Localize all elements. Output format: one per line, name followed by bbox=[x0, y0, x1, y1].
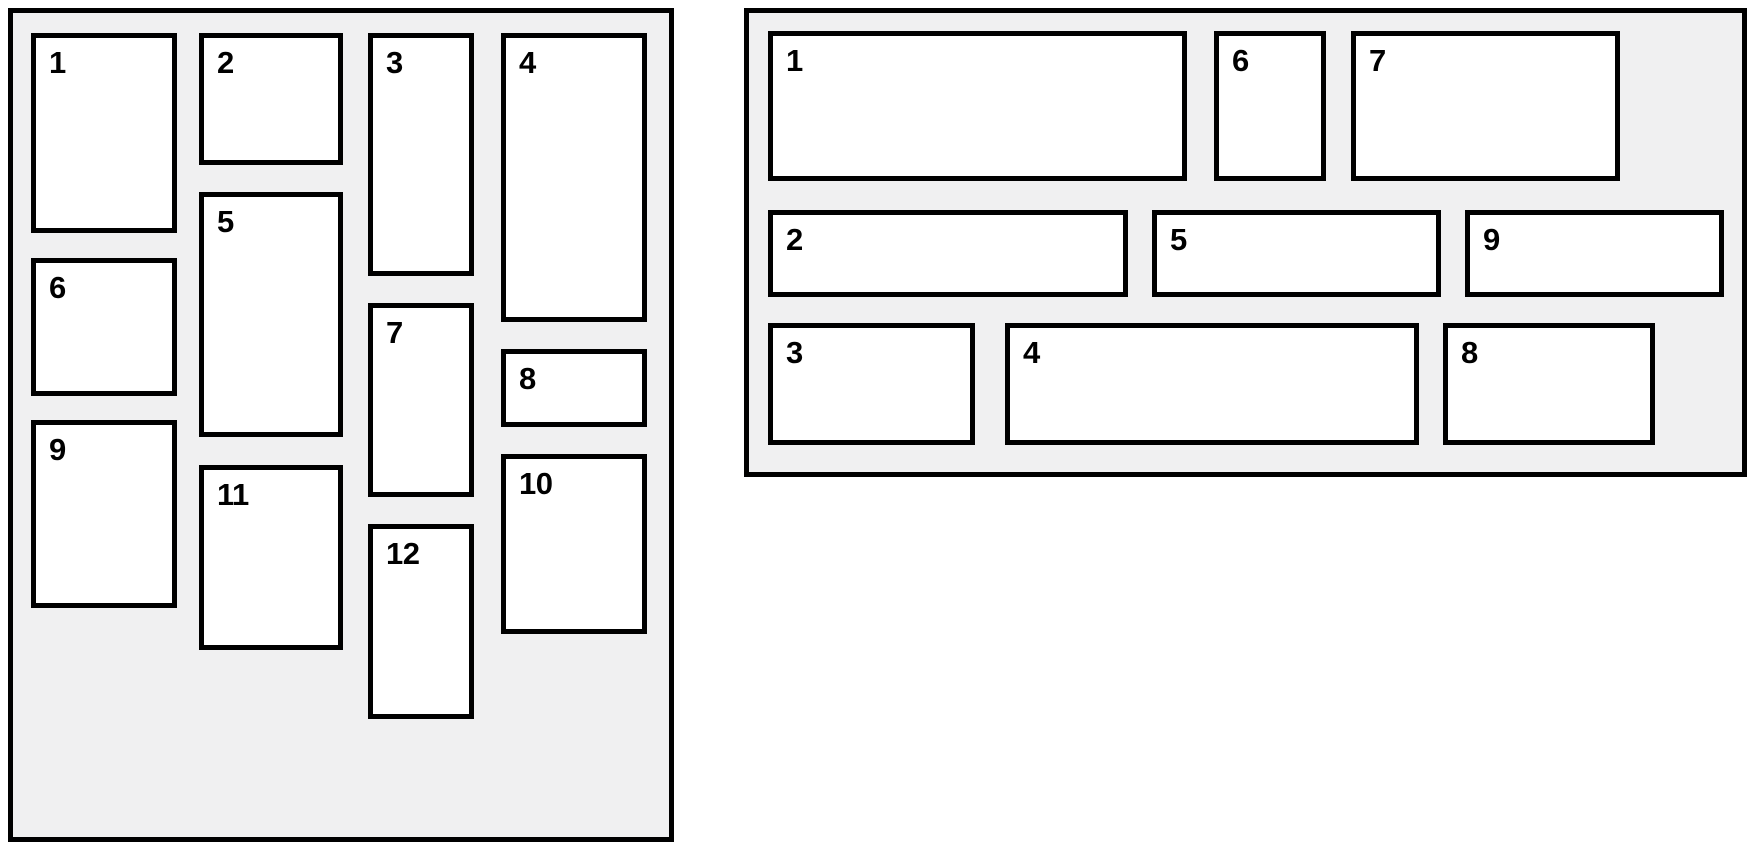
row-item-1: 1 bbox=[768, 31, 1187, 181]
item-number: 8 bbox=[1461, 335, 1478, 370]
row-item-7: 7 bbox=[1351, 31, 1620, 181]
item-number: 6 bbox=[1232, 43, 1249, 78]
masonry-item-4: 4 bbox=[501, 33, 647, 322]
masonry-item-6: 6 bbox=[31, 258, 177, 396]
item-number: 1 bbox=[786, 43, 803, 78]
row-item-2: 2 bbox=[768, 210, 1128, 297]
masonry-item-7: 7 bbox=[368, 303, 474, 497]
masonry-item-12: 12 bbox=[368, 524, 474, 719]
item-number: 10 bbox=[519, 466, 553, 501]
masonry-item-8: 8 bbox=[501, 349, 647, 427]
masonry-item-1: 1 bbox=[31, 33, 177, 233]
item-number: 3 bbox=[386, 45, 403, 80]
item-number: 3 bbox=[786, 335, 803, 370]
masonry-item-3: 3 bbox=[368, 33, 474, 276]
row-item-8: 8 bbox=[1443, 323, 1655, 445]
item-number: 9 bbox=[1483, 222, 1500, 257]
item-number: 7 bbox=[1369, 43, 1386, 78]
row-item-4: 4 bbox=[1005, 323, 1419, 445]
item-number: 9 bbox=[49, 432, 66, 467]
item-number: 2 bbox=[217, 45, 234, 80]
masonry-item-9: 9 bbox=[31, 420, 177, 608]
masonry-columns-panel: 1 2 3 4 5 6 7 8 9 10 11 12 bbox=[8, 8, 674, 842]
item-number: 6 bbox=[49, 270, 66, 305]
item-number: 4 bbox=[1023, 335, 1040, 370]
item-number: 1 bbox=[49, 45, 66, 80]
item-number: 5 bbox=[217, 204, 234, 239]
row-item-9: 9 bbox=[1465, 210, 1724, 297]
masonry-item-5: 5 bbox=[199, 192, 343, 437]
masonry-item-2: 2 bbox=[199, 33, 343, 165]
masonry-item-11: 11 bbox=[199, 465, 343, 650]
item-number: 8 bbox=[519, 361, 536, 396]
item-number: 4 bbox=[519, 45, 536, 80]
row-item-6: 6 bbox=[1214, 31, 1326, 181]
item-number: 12 bbox=[386, 536, 420, 571]
item-number: 5 bbox=[1170, 222, 1187, 257]
row-item-3: 3 bbox=[768, 323, 975, 445]
row-item-5: 5 bbox=[1152, 210, 1441, 297]
row-flow-panel: 1 2 3 4 5 6 7 8 9 bbox=[744, 8, 1747, 477]
item-number: 11 bbox=[217, 477, 249, 512]
item-number: 7 bbox=[386, 315, 403, 350]
masonry-item-10: 10 bbox=[501, 454, 647, 634]
item-number: 2 bbox=[786, 222, 803, 257]
